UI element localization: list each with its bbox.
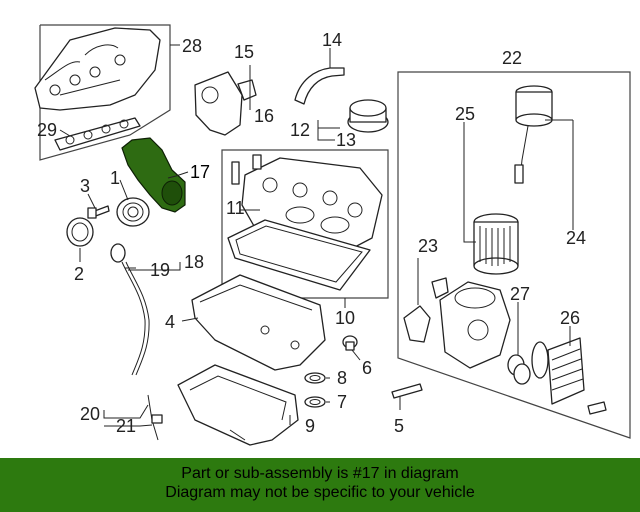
filler-cap-part-13[interactable] xyxy=(347,99,389,133)
callout-1: 1 xyxy=(110,168,120,188)
callout-7: 7 xyxy=(337,392,347,412)
callout-9: 9 xyxy=(305,416,315,436)
callout-18: 18 xyxy=(184,252,204,272)
group-frame-10 xyxy=(221,149,389,299)
callout-29: 29 xyxy=(37,120,57,140)
callout-5: 5 xyxy=(394,416,404,436)
filter-cap-part-24[interactable] xyxy=(514,85,553,184)
group-frame-22 xyxy=(397,71,631,439)
banner-line-disclaimer: Diagram may not be specific to your vehi… xyxy=(165,484,475,501)
leader-lines xyxy=(59,48,574,427)
bracket-part-5[interactable] xyxy=(391,383,423,399)
callout-26: 26 xyxy=(560,308,580,328)
callout-10: 10 xyxy=(335,308,355,328)
group-frame-28 xyxy=(39,24,180,161)
intake-manifold-part-28[interactable] xyxy=(34,27,161,111)
exploded-parts-diagram: 28 29 15 16 14 12 13 17 1 3 2 11 18 19 4… xyxy=(34,24,631,446)
dipstick-part-18[interactable] xyxy=(110,243,150,376)
valve-cover-gasket-part-11[interactable] xyxy=(227,219,371,291)
oil-filter-housing[interactable] xyxy=(439,281,511,369)
seal-part-2[interactable] xyxy=(66,217,94,247)
callout-24: 24 xyxy=(566,228,586,248)
callout-15: 15 xyxy=(234,42,254,62)
gasket-part-23-a[interactable] xyxy=(403,305,431,343)
callout-11: 11 xyxy=(226,198,245,218)
callout-8: 8 xyxy=(337,368,347,388)
callout-4: 4 xyxy=(165,312,175,332)
gasket-set-part-29[interactable] xyxy=(54,117,141,151)
bolt-part-3[interactable] xyxy=(87,205,110,219)
drain-plug-part-6[interactable] xyxy=(342,335,358,351)
gasket-part-23-b[interactable] xyxy=(431,277,449,299)
sensor-part-16[interactable] xyxy=(237,79,257,101)
callout-16: 16 xyxy=(254,106,274,126)
injector-small-parts[interactable] xyxy=(231,154,262,185)
o-ring-set-part-27[interactable] xyxy=(507,341,549,385)
oil-filter-part-25[interactable] xyxy=(473,213,519,275)
callout-19: 19 xyxy=(150,260,170,280)
callout-12: 12 xyxy=(290,120,310,140)
oil-pan-lower-part-9[interactable] xyxy=(177,364,299,446)
dipstick-tube-part-20[interactable] xyxy=(147,394,163,441)
seal-part-7[interactable] xyxy=(304,396,326,408)
timing-cover-part-17-highlighted[interactable] xyxy=(121,137,186,213)
callout-27: 27 xyxy=(510,284,530,304)
oil-cooler-part-26[interactable] xyxy=(547,337,607,415)
seal-part-8[interactable] xyxy=(304,372,326,384)
callout-20: 20 xyxy=(80,404,100,424)
callout-17-highlighted: 17 xyxy=(190,162,210,182)
callout-23: 23 xyxy=(418,236,438,256)
callout-14: 14 xyxy=(322,30,342,50)
banner-line-part-number: Part or sub-assembly is #17 in diagram xyxy=(181,465,459,482)
callout-28: 28 xyxy=(182,36,202,56)
notice-banner: Part or sub-assembly is #17 in diagram D… xyxy=(0,458,640,512)
callout-25: 25 xyxy=(455,104,475,124)
callout-21: 21 xyxy=(116,416,136,436)
oil-pan-upper-part-4[interactable] xyxy=(191,274,326,371)
callout-labels: 28 29 15 16 14 12 13 17 1 3 2 11 18 19 4… xyxy=(37,30,586,436)
callout-6: 6 xyxy=(362,358,372,378)
pulley-part-1[interactable] xyxy=(116,197,150,227)
callout-2: 2 xyxy=(74,264,84,284)
callout-22: 22 xyxy=(502,48,522,68)
callout-13: 13 xyxy=(336,130,356,150)
callout-3: 3 xyxy=(80,176,90,196)
cover-part-15[interactable] xyxy=(194,71,243,136)
breather-hose-part-14[interactable] xyxy=(294,67,345,105)
